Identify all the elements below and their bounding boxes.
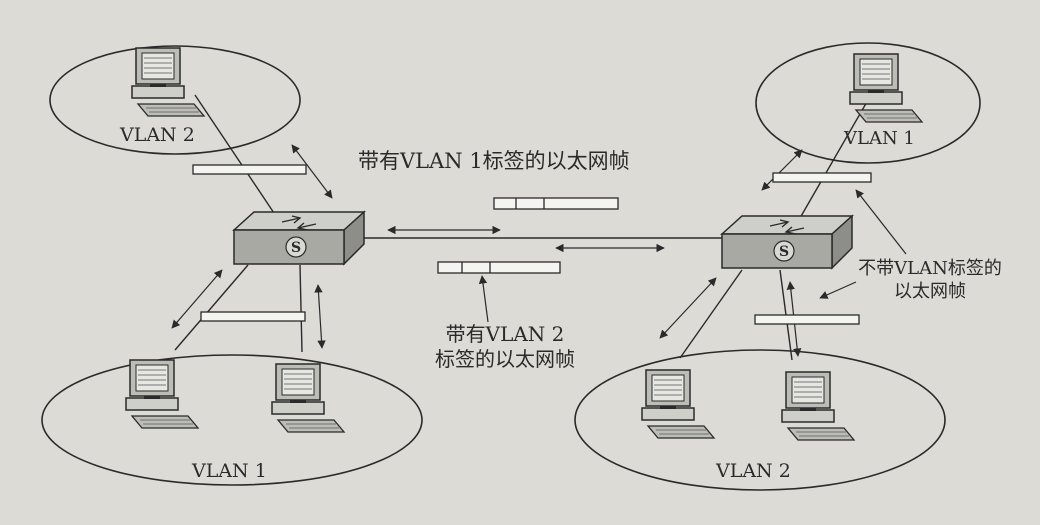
switch-right: S — [721, 215, 853, 269]
vlan-group-top-right — [755, 42, 981, 164]
vlan-label-bottom-left: VLAN 1 — [192, 460, 267, 482]
arrow-bottom-left-2 — [314, 284, 326, 349]
link-sw1-host-top-left — [194, 94, 281, 223]
frame-tagged-vlan1 — [493, 197, 619, 210]
arrow-bottom-left-1 — [171, 269, 223, 329]
link-sw1-host-bl1 — [174, 264, 249, 351]
frame-tagged-vlan2 — [437, 261, 561, 274]
computer-icon-top-left — [131, 47, 205, 117]
frame-untagged-bottom-right — [754, 314, 860, 325]
vlan-group-bottom-left — [41, 354, 423, 486]
vlan-label-bottom-right: VLAN 2 — [716, 460, 791, 482]
arrow-top-left — [291, 144, 333, 199]
vlan-label-top-right: VLAN 1 — [844, 128, 915, 149]
pointer-untagged-lower — [819, 281, 857, 299]
pointer-vlan2-label — [478, 275, 489, 323]
pointer-untagged-upper — [855, 189, 907, 255]
computer-icon-bottom-right-2 — [781, 371, 855, 441]
vlan-group-bottom-right — [574, 349, 946, 491]
switch-left: S — [233, 211, 365, 265]
annotation-untagged-line2: 以太网帧 — [894, 280, 966, 302]
vlan-group-top-left — [49, 45, 301, 155]
annotation-untagged: 不带VLAN标签的 以太网帧 — [855, 258, 1005, 303]
annotation-tagged-vlan2-line2: 标签的以太网帧 — [435, 347, 575, 371]
arrow-bottom-right-1 — [659, 277, 717, 339]
annotation-tagged-vlan2: 带有VLAN 2 标签的以太网帧 — [420, 322, 590, 372]
frame-untagged-bottom-left — [200, 311, 306, 322]
frame-untagged-top-left — [192, 164, 307, 175]
annotation-untagged-line1: 不带VLAN标签的 — [858, 258, 1002, 279]
frame-untagged-top-right — [772, 172, 872, 183]
annotation-tagged-vlan1: 带有VLAN 1标签的以太网帧 — [358, 149, 630, 173]
computer-icon-top-right — [849, 53, 923, 123]
arrow-top-right — [761, 149, 803, 191]
switch-right-icon-letter: S — [779, 244, 789, 260]
computer-icon-bottom-right-1 — [641, 369, 715, 439]
computer-icon-bottom-left-1 — [125, 359, 199, 429]
link-sw2-host-top-right — [799, 99, 869, 219]
switch-left-icon-letter: S — [291, 240, 301, 256]
link-sw1-host-bl2 — [299, 264, 303, 353]
vlan-label-top-left: VLAN 2 — [120, 124, 195, 146]
annotation-tagged-vlan2-line1: 带有VLAN 2 — [445, 322, 565, 346]
computer-icon-bottom-left-2 — [271, 363, 345, 433]
